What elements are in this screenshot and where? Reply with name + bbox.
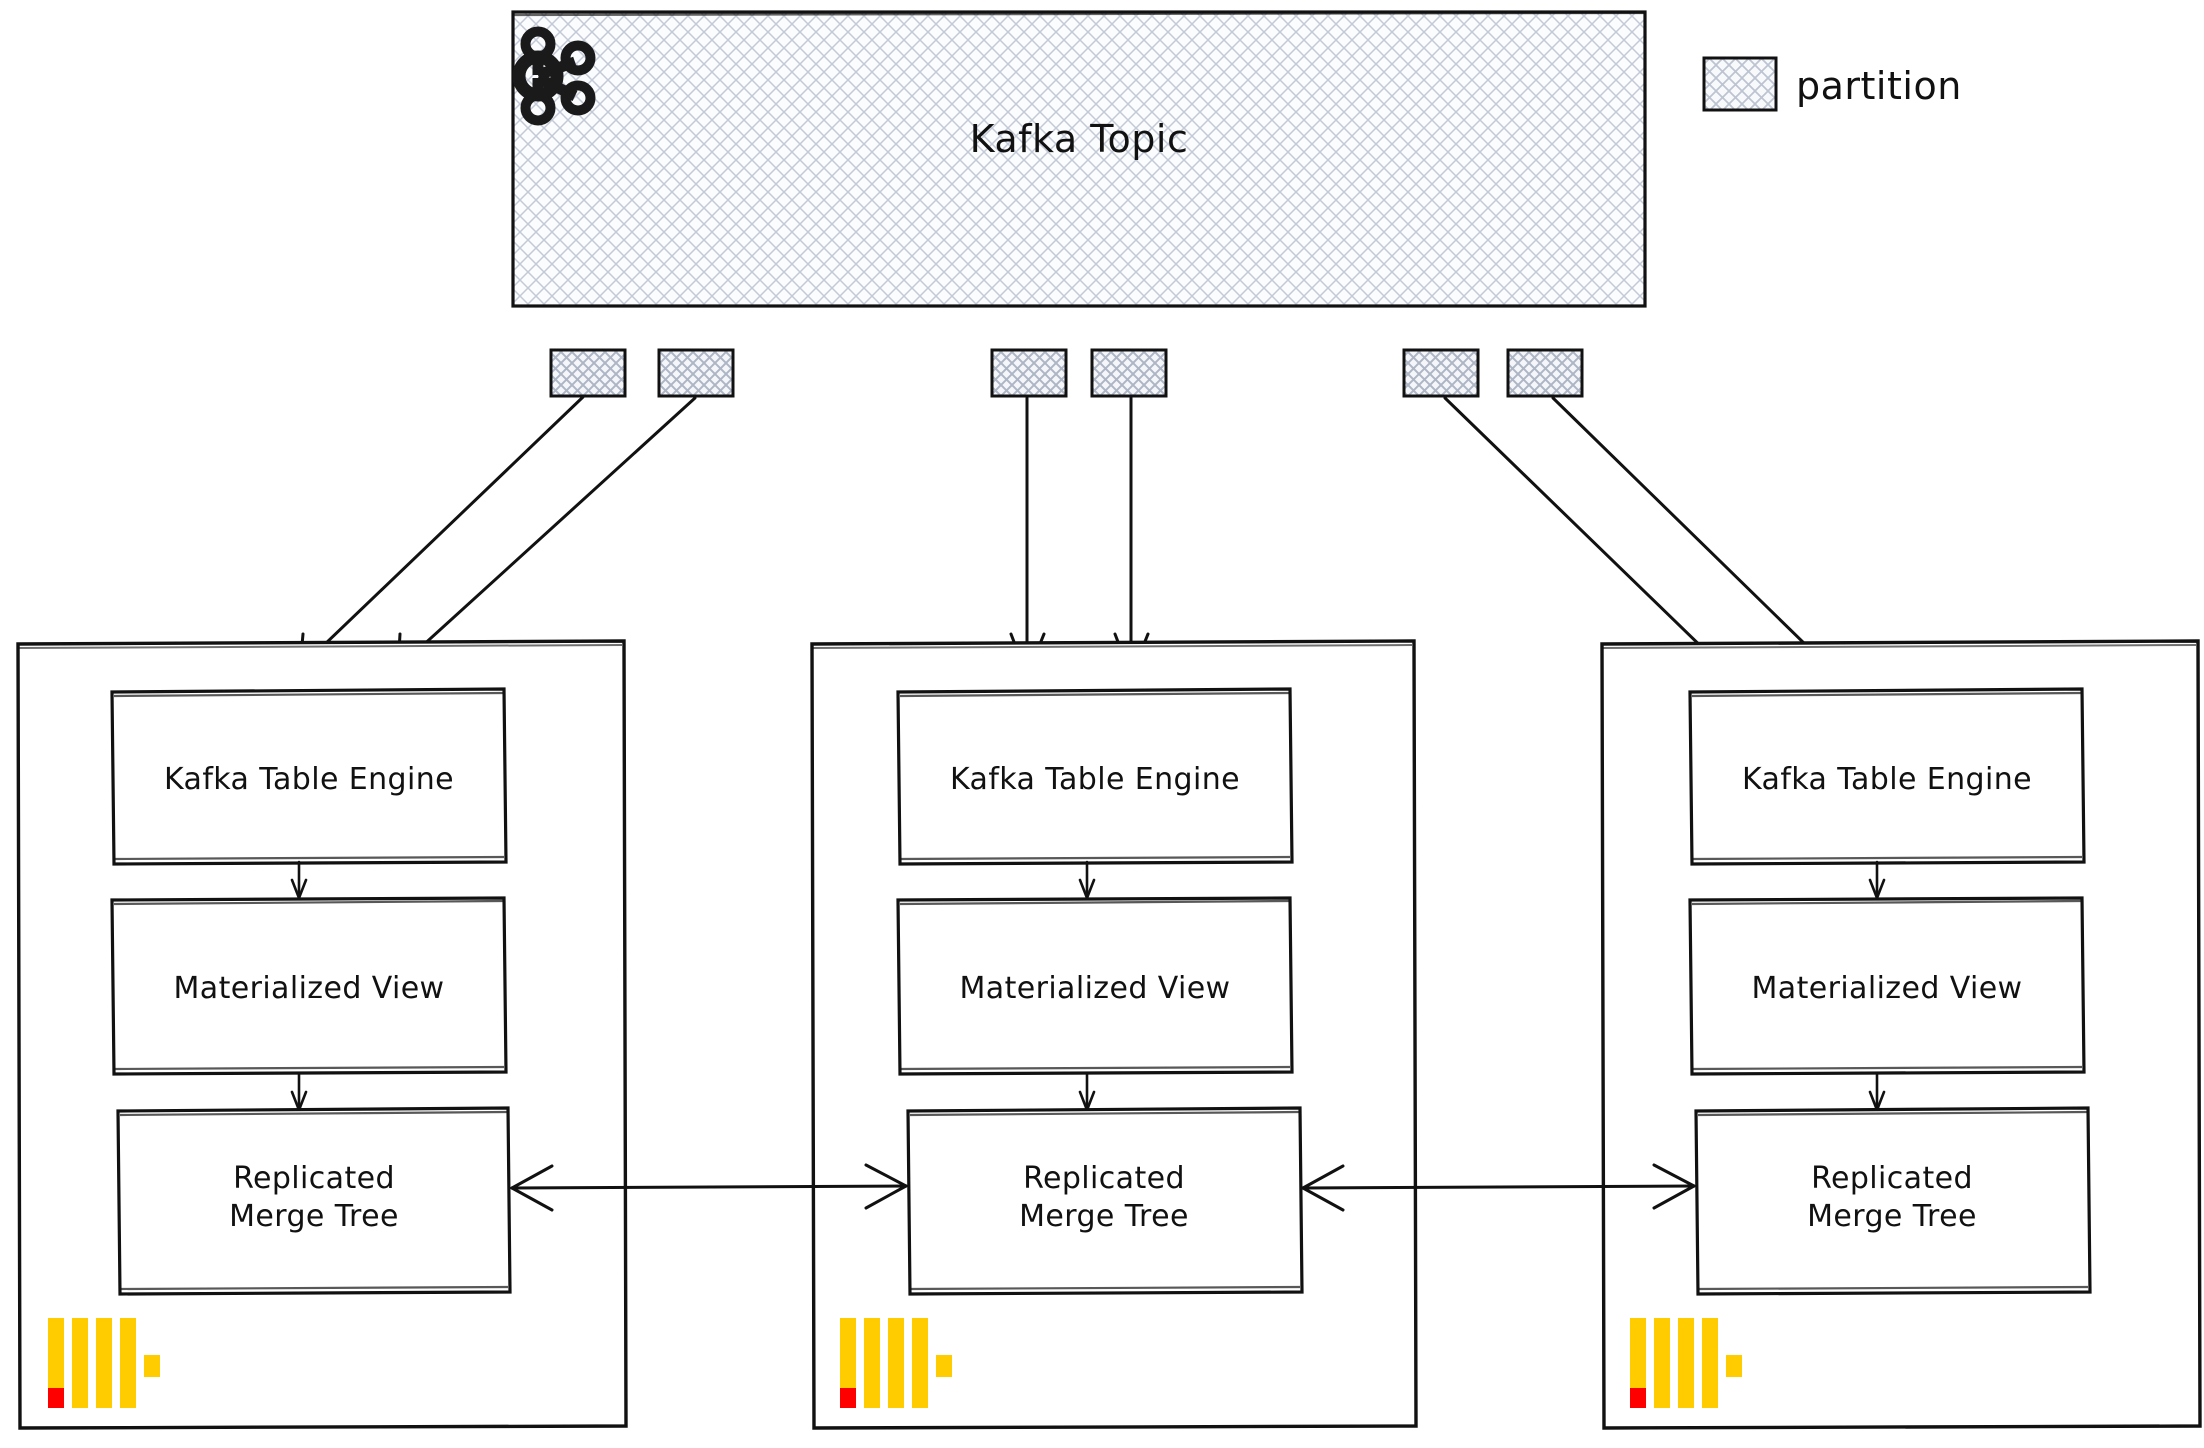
replicated-merge-tree-box-2[interactable]: [906, 1106, 1304, 1296]
kafka-logo-icon: [512, 26, 596, 126]
replicated-merge-tree-box-1[interactable]: [116, 1106, 512, 1296]
partition-chip-2[interactable]: [657, 348, 735, 398]
replicated-merge-tree-box-3[interactable]: [1694, 1106, 2092, 1296]
replication-arrow-1-2: [510, 1163, 908, 1212]
arrow-kte2-to-mv2: [1078, 860, 1096, 900]
legend-swatch: [1702, 56, 1778, 112]
partition-chip-5[interactable]: [1402, 348, 1480, 398]
arrow-p2-to-kte1: [396, 396, 697, 670]
materialized-view-box-1[interactable]: [110, 896, 508, 1076]
arrow-p5-to-kte3: [1443, 396, 1748, 692]
partition-chip-6[interactable]: [1506, 348, 1584, 398]
arrow-mv1-to-rmt1: [290, 1072, 308, 1112]
kafka-table-engine-box-1[interactable]: [110, 687, 508, 866]
partition-chip-4[interactable]: [1090, 348, 1168, 398]
materialized-view-box-3[interactable]: [1688, 896, 2086, 1076]
arrow-p1-to-kte1: [298, 395, 585, 670]
replication-arrow-2-3: [1301, 1163, 1696, 1212]
partition-chip-1[interactable]: [549, 348, 627, 398]
clickhouse-logo-icon-3: [1630, 1318, 1742, 1408]
kafka-table-engine-box-2[interactable]: [896, 687, 1294, 866]
kafka-topic-sketch-edge: [513, 11, 1645, 17]
kafka-topic-group[interactable]: [511, 10, 1647, 398]
partition-chip-3[interactable]: [990, 348, 1068, 398]
partition-chip-group[interactable]: [549, 348, 1584, 398]
arrow-mv3-to-rmt3: [1868, 1072, 1886, 1112]
materialized-view-box-2[interactable]: [896, 896, 1294, 1076]
arrow-kte3-to-mv3: [1868, 860, 1886, 900]
clickhouse-logo-icon-1: [48, 1318, 160, 1408]
kafka-table-engine-box-3[interactable]: [1688, 687, 2086, 866]
arrow-kte1-to-mv1: [290, 860, 308, 900]
kafka-topic-box[interactable]: [511, 10, 1647, 308]
legend-group: [1702, 56, 1778, 112]
clickhouse-logo-icon-2: [840, 1318, 952, 1408]
arrow-mv2-to-rmt2: [1078, 1072, 1096, 1112]
